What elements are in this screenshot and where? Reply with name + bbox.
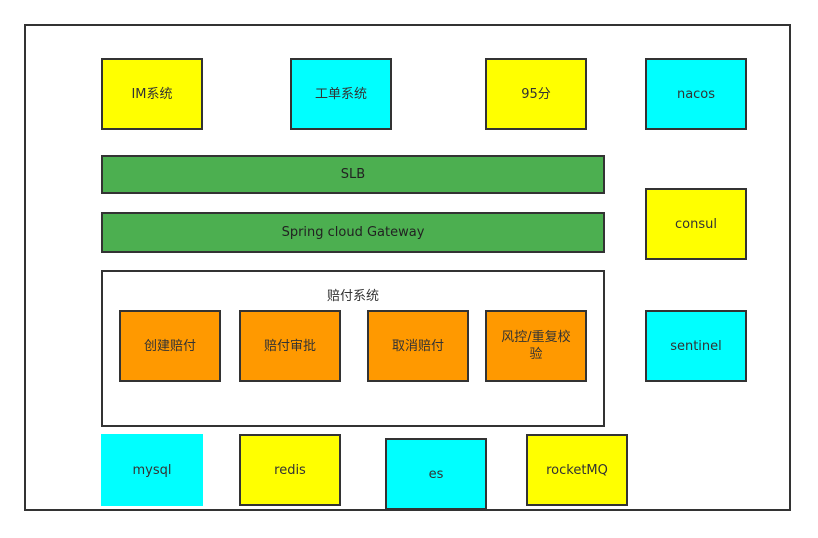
risk-check-box: 风控/重复校验 [485, 310, 587, 382]
score-95-label: 95分 [521, 86, 551, 102]
create-claim-box: 创建赔付 [119, 310, 221, 382]
cancel-claim-box: 取消赔付 [367, 310, 469, 382]
claim-approval-label: 赔付审批 [263, 338, 316, 354]
im-system-box: IM系统 [101, 58, 203, 130]
redis-label: redis [274, 462, 306, 478]
es-label: es [428, 466, 444, 482]
slb-label: SLB [340, 167, 366, 182]
risk-check-label: 风控/重复校验 [501, 330, 571, 362]
create-claim-label: 创建赔付 [143, 338, 196, 354]
sentinel-label: sentinel [670, 338, 722, 354]
mysql-label: mysql [132, 462, 172, 478]
redis-box: redis [239, 434, 341, 506]
es-box: es [385, 438, 487, 510]
slb-bar: SLB [101, 155, 605, 194]
ticket-system-label: 工单系统 [314, 86, 367, 102]
gateway-label: Spring cloud Gateway [281, 225, 425, 240]
ticket-system-box: 工单系统 [290, 58, 392, 130]
gateway-bar: Spring cloud Gateway [101, 212, 605, 253]
claim-approval-box: 赔付审批 [239, 310, 341, 382]
nacos-label: nacos [676, 86, 716, 102]
rocketmq-box: rocketMQ [526, 434, 628, 506]
consul-box: consul [645, 188, 747, 260]
mysql-box: mysql [101, 434, 203, 506]
consul-label: consul [675, 216, 717, 232]
cancel-claim-label: 取消赔付 [391, 338, 444, 354]
score-95-box: 95分 [485, 58, 587, 130]
sentinel-box: sentinel [645, 310, 747, 382]
diagram-frame [24, 24, 791, 511]
claims-system-title: 赔付系统 [326, 289, 379, 304]
nacos-box: nacos [645, 58, 747, 130]
rocketmq-label: rocketMQ [546, 462, 608, 478]
im-system-label: IM系统 [131, 86, 173, 102]
